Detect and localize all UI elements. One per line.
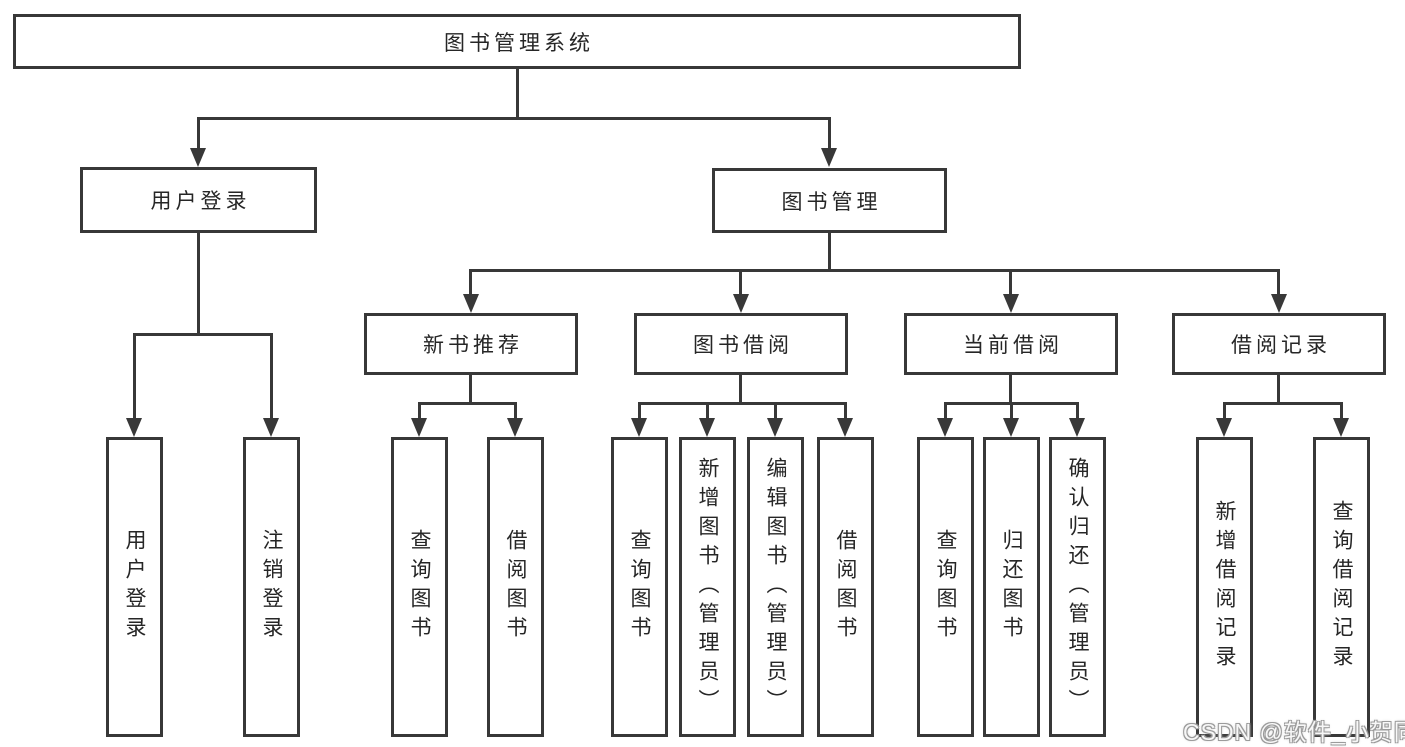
connector-line <box>197 117 831 120</box>
connector-line <box>844 402 847 418</box>
leaf-add-borrow-record: 新增借阅记录 <box>1196 437 1253 737</box>
arrow-down-icon <box>463 294 479 313</box>
node-current-borrowing: 当前借阅 <box>904 313 1118 375</box>
connector-line <box>774 402 777 418</box>
arrow-down-icon <box>631 418 647 437</box>
arrow-down-icon <box>1216 418 1232 437</box>
connector-line <box>828 117 831 148</box>
connector-line <box>133 333 273 336</box>
connector-line <box>469 269 472 295</box>
leaf-recommend-borrow-books: 借阅图书 <box>487 437 544 737</box>
arrow-down-icon <box>190 148 206 167</box>
arrow-down-icon <box>937 418 953 437</box>
arrow-down-icon <box>1003 418 1019 437</box>
leaf-recommend-query-books: 查询图书 <box>391 437 448 737</box>
arrow-down-icon <box>411 418 427 437</box>
connector-line <box>1223 402 1226 418</box>
connector-line <box>418 402 517 405</box>
node-user-login: 用户登录 <box>80 167 317 233</box>
connector-line <box>270 333 273 418</box>
leaf-user-login: 用户登录 <box>106 437 163 737</box>
leaf-borrowing-query-books: 查询图书 <box>611 437 668 737</box>
arrow-down-icon <box>507 418 523 437</box>
arrow-down-icon <box>126 418 142 437</box>
leaf-return-books: 归还图书 <box>983 437 1040 737</box>
connector-line <box>638 402 847 405</box>
arrow-down-icon <box>1003 294 1019 313</box>
leaf-borrowing-borrow-books: 借阅图书 <box>817 437 874 737</box>
arrow-down-icon <box>1069 418 1085 437</box>
connector-line <box>469 375 472 405</box>
connector-line <box>1009 269 1012 295</box>
connector-line <box>739 375 742 405</box>
arrow-down-icon <box>263 418 279 437</box>
connector-line <box>1010 402 1013 418</box>
leaf-current-query-books: 查询图书 <box>917 437 974 737</box>
connector-line <box>828 233 831 272</box>
connector-line <box>514 402 517 418</box>
connector-line <box>197 117 200 148</box>
node-book-management: 图书管理 <box>712 168 947 233</box>
connector-line <box>706 402 709 418</box>
connector-line <box>516 68 519 119</box>
node-new-book-recommendation: 新书推荐 <box>364 313 578 375</box>
connector-line <box>133 333 136 418</box>
connector-line <box>638 402 641 418</box>
connector-line <box>469 269 1280 272</box>
connector-line <box>1277 269 1280 295</box>
arrow-down-icon <box>733 294 749 313</box>
node-borrowing-records: 借阅记录 <box>1172 313 1386 375</box>
connector-line <box>1340 402 1343 418</box>
connector-line <box>418 402 421 418</box>
leaf-query-borrow-record: 查询借阅记录 <box>1313 437 1370 737</box>
leaf-logout: 注销登录 <box>243 437 300 737</box>
arrow-down-icon <box>1271 294 1287 313</box>
leaf-confirm-return-admin: 确认归还（管理员） <box>1049 437 1106 737</box>
watermark: CSDN @软件_小贺同学 <box>1183 719 1405 745</box>
connector-line <box>197 233 200 336</box>
arrow-down-icon <box>767 418 783 437</box>
leaf-add-books-admin: 新增图书（管理员） <box>679 437 736 737</box>
connector-line <box>944 402 947 418</box>
arrow-down-icon <box>699 418 715 437</box>
leaf-edit-books-admin: 编辑图书（管理员） <box>747 437 804 737</box>
connector-line <box>1223 402 1343 405</box>
connector-line <box>1277 375 1280 405</box>
arrow-down-icon <box>1333 418 1349 437</box>
connector-line <box>739 269 742 295</box>
node-book-borrowing: 图书借阅 <box>634 313 848 375</box>
arrow-down-icon <box>837 418 853 437</box>
node-library-management-system: 图书管理系统 <box>13 14 1021 69</box>
connector-line <box>1009 375 1012 405</box>
arrow-down-icon <box>821 148 837 167</box>
connector-line <box>1076 402 1079 418</box>
